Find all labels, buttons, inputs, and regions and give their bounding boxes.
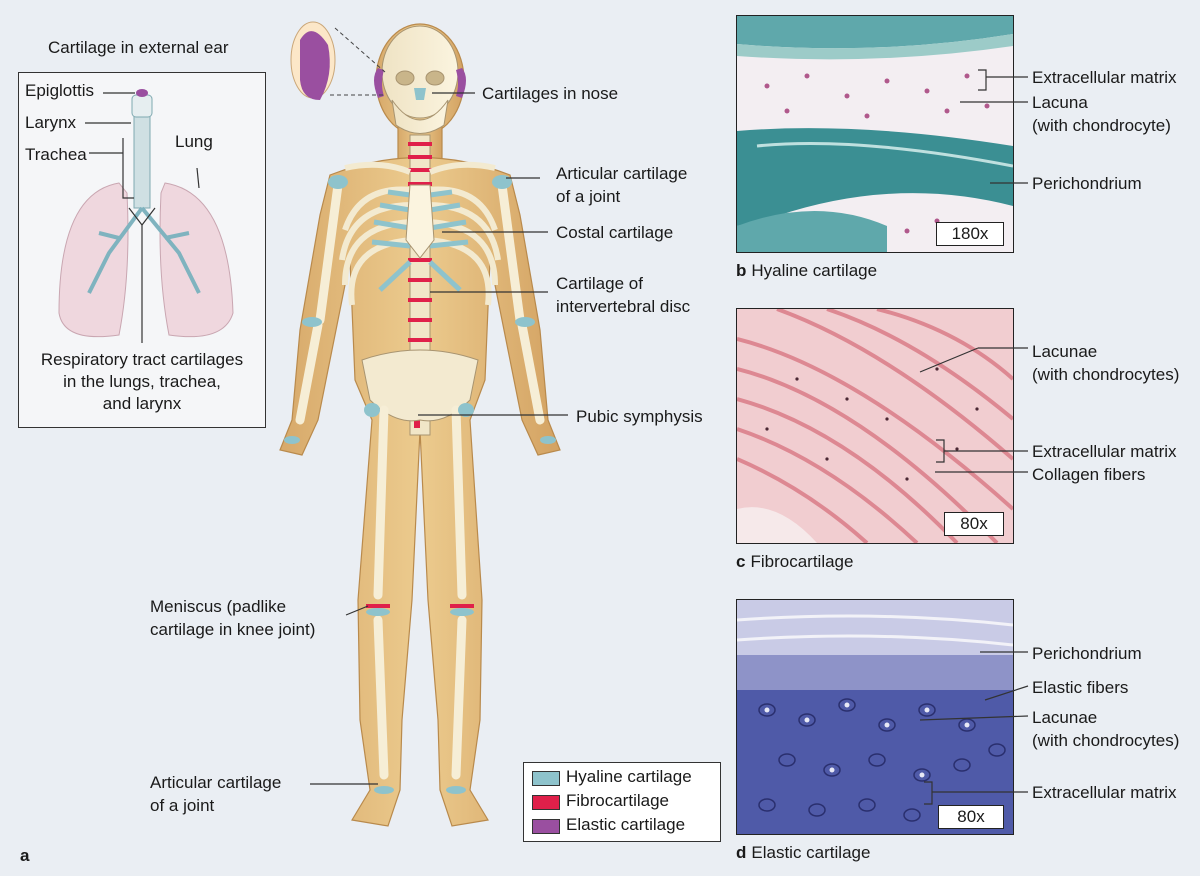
label-c-lacunae: Lacunae	[1032, 342, 1098, 361]
label-external-ear: Cartilage in external ear	[48, 38, 229, 57]
label-b-lacuna: Lacuna	[1032, 93, 1088, 112]
external-ear-inset	[290, 21, 386, 100]
lungs-illustration	[58, 89, 234, 343]
label-articular-lower-2: of a joint	[150, 796, 215, 815]
clavicle	[344, 161, 496, 175]
legend-swatch	[532, 819, 560, 834]
figure-letter: a	[20, 846, 30, 865]
label-epiglottis: Epiglottis	[25, 81, 94, 100]
label-lung: Lung	[175, 132, 213, 151]
nose-cartilage	[414, 88, 426, 100]
legend-swatch	[532, 771, 560, 786]
label-articular-lower-1: Articular cartilage	[150, 773, 282, 792]
label-c-collagen-fibers: Collagen fibers	[1032, 465, 1146, 484]
label-d-lacunae: Lacunae	[1032, 708, 1098, 727]
respiratory-inset: Epiglottis Larynx Trachea Lung Respirato…	[18, 72, 266, 428]
panel-b-letter: b	[736, 261, 747, 280]
sternum	[405, 184, 435, 259]
inset-caption-1: Respiratory tract cartilages	[40, 350, 244, 369]
label-meniscus-2: cartilage in knee joint)	[150, 620, 316, 639]
label-intervertebral-1: Cartilage of	[556, 274, 643, 293]
legend-swatch	[532, 795, 560, 810]
panel-d-letter: d	[736, 843, 747, 862]
label-pubic-symphysis: Pubic symphysis	[576, 407, 703, 426]
body-silhouette	[279, 23, 561, 827]
panel-b-name: Hyaline cartilage	[751, 261, 878, 280]
label-b-perichondrium: Perichondrium	[1032, 174, 1142, 193]
label-b-extracellular-matrix: Extracellular matrix	[1032, 68, 1177, 87]
label-d-lacunae-detail: (with chondrocytes)	[1032, 731, 1180, 750]
label-nose: Cartilages in nose	[482, 84, 619, 103]
costal-cartilage	[371, 189, 469, 292]
magnification-d: 80x	[938, 805, 1004, 829]
inset-caption-2: in the lungs, trachea,	[63, 372, 221, 391]
label-costal: Costal cartilage	[556, 223, 674, 242]
legend-label: Fibrocartilage	[566, 791, 669, 810]
panel-c-letter: c	[736, 552, 746, 571]
rib-cage	[339, 186, 501, 306]
micrograph-fibro	[736, 308, 1014, 544]
inset-caption-3: and larynx	[102, 394, 182, 413]
label-b-lacuna-detail: (with chondrocyte)	[1032, 116, 1171, 135]
meniscus	[366, 604, 474, 608]
label-d-perichondrium: Perichondrium	[1032, 644, 1142, 663]
spine	[408, 134, 432, 436]
label-articular-upper-2: of a joint	[556, 187, 621, 206]
magnification-b: 180x	[936, 222, 1004, 246]
label-meniscus-1: Meniscus (padlike	[150, 597, 287, 616]
legend-label: Hyaline cartilage	[566, 767, 692, 786]
micrograph-elastic	[736, 599, 1014, 835]
skull	[381, 25, 459, 134]
ear-cartilage-right	[456, 68, 466, 98]
articular-cartilage	[284, 175, 556, 794]
label-c-lacunae-detail: (with chondrocytes)	[1032, 365, 1180, 384]
label-trachea: Trachea	[25, 145, 87, 164]
micrograph-hyaline	[736, 15, 1014, 253]
label-c-extracellular-matrix: Extracellular matrix	[1032, 442, 1177, 461]
legend-label: Elastic cartilage	[566, 815, 686, 834]
label-larynx: Larynx	[25, 113, 77, 132]
panel-d-name: Elastic cartilage	[751, 843, 871, 862]
label-d-elastic-fibers: Elastic fibers	[1032, 678, 1129, 697]
label-intervertebral-2: intervertebral disc	[556, 297, 691, 316]
magnification-c: 80x	[944, 512, 1004, 536]
pelvis	[361, 349, 479, 422]
label-articular-upper-1: Articular cartilage	[556, 164, 688, 183]
legend: Hyaline cartilage Fibrocartilage Elastic…	[523, 762, 721, 842]
limb-bones	[295, 180, 545, 780]
leader-lines	[310, 92, 568, 785]
label-d-extracellular-matrix: Extracellular matrix	[1032, 783, 1177, 802]
ear-cartilage-left	[374, 68, 384, 98]
panel-c-name: Fibrocartilage	[750, 552, 854, 571]
